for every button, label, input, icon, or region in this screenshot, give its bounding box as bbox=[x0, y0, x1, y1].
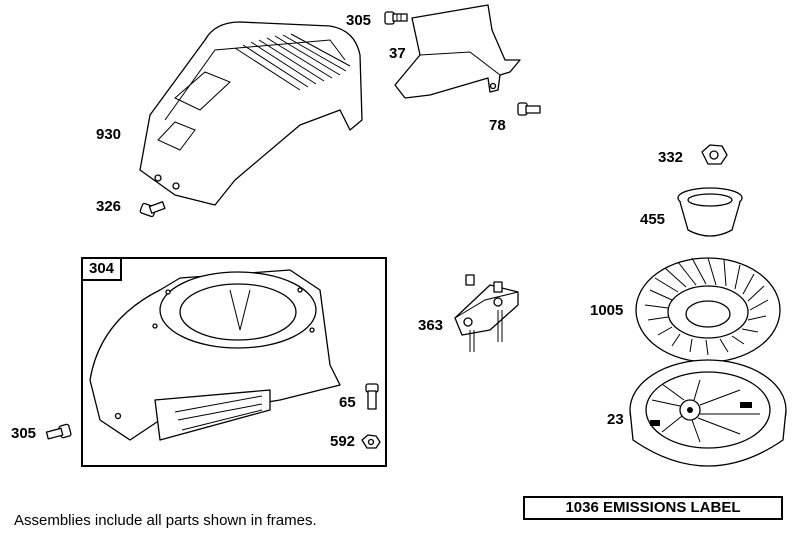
part-label-23: 23 bbox=[607, 411, 624, 428]
screw-305-left-drawing bbox=[45, 423, 72, 440]
part-label-1005: 1005 bbox=[590, 302, 624, 319]
nut-592-drawing bbox=[361, 434, 381, 449]
blower-cover-930-drawing bbox=[139, 21, 363, 206]
part-label-332: 332 bbox=[658, 149, 684, 166]
assembly-frame-304: 304 bbox=[81, 257, 387, 467]
shroud-304-drawing bbox=[89, 269, 341, 441]
armature-363-drawing bbox=[454, 274, 519, 352]
screw-305-top-drawing bbox=[384, 11, 408, 25]
baffle-37-drawing bbox=[394, 4, 521, 99]
part-label-326: 326 bbox=[96, 198, 122, 215]
screw-65-drawing bbox=[365, 383, 379, 410]
screw-78-drawing bbox=[517, 102, 541, 116]
part-label-305-left: 305 bbox=[11, 425, 37, 442]
emissions-label-box: 1036 EMISSIONS LABEL bbox=[523, 496, 783, 520]
part-label-363: 363 bbox=[418, 317, 444, 334]
part-label-455: 455 bbox=[640, 211, 666, 228]
screw-326-drawing bbox=[139, 201, 166, 218]
assemblies-footnote: Assemblies include all parts shown in fr… bbox=[14, 512, 317, 529]
part-label-65: 65 bbox=[339, 394, 356, 411]
part-label-592: 592 bbox=[330, 433, 356, 450]
assembly-frame-label: 304 bbox=[83, 259, 123, 281]
nut-332-drawing bbox=[701, 144, 728, 165]
part-label-37: 37 bbox=[389, 45, 406, 62]
part-label-78: 78 bbox=[489, 117, 506, 134]
part-label-930: 930 bbox=[96, 126, 122, 143]
part-label-305-top: 305 bbox=[346, 12, 372, 29]
starter-cup-455-drawing bbox=[677, 187, 743, 237]
fan-1005-drawing bbox=[635, 257, 781, 363]
flywheel-23-drawing bbox=[629, 359, 787, 467]
